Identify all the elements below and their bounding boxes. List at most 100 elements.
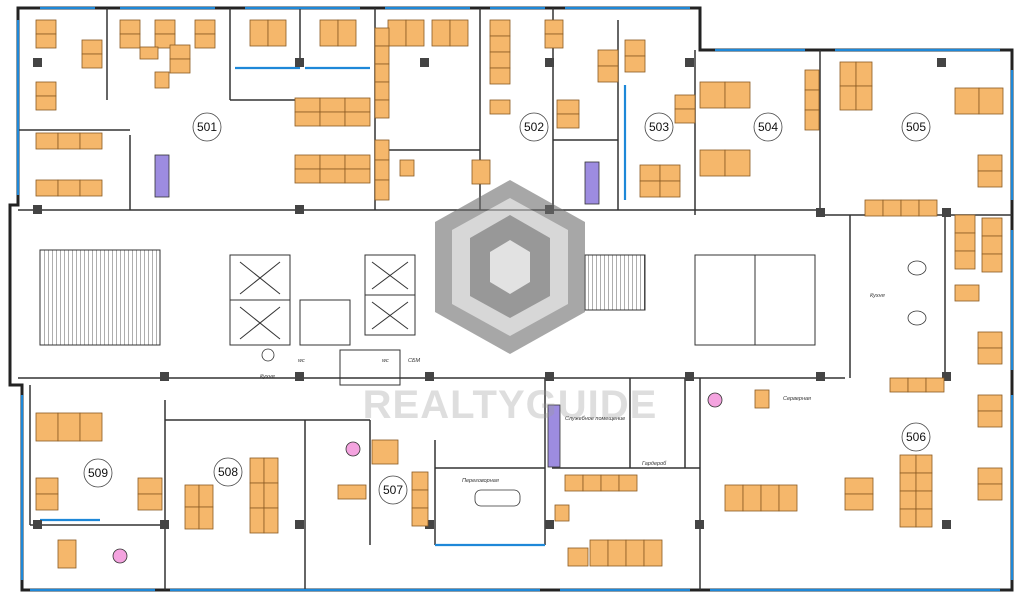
- desk: [344, 154, 371, 170]
- desk: [35, 493, 59, 511]
- desk: [194, 19, 216, 35]
- desk: [915, 472, 933, 492]
- desk: [659, 180, 681, 198]
- desk: [899, 508, 917, 528]
- desk: [489, 67, 511, 85]
- kitchen-left-label: Кухня: [260, 374, 275, 380]
- desk: [915, 454, 933, 474]
- room-509-label: 509: [88, 466, 108, 480]
- desk: [597, 49, 619, 67]
- desk: [844, 493, 874, 511]
- desk: [154, 19, 176, 35]
- desk: [977, 483, 1003, 501]
- desk: [925, 377, 945, 393]
- desk: [582, 474, 602, 492]
- desk: [198, 506, 214, 530]
- desk: [35, 179, 59, 197]
- desk: [778, 484, 798, 512]
- desk: [977, 170, 1003, 188]
- desk: [57, 539, 77, 569]
- server-room-label: Серверная: [783, 396, 811, 402]
- desk: [57, 132, 81, 150]
- desk: [374, 63, 390, 83]
- desk: [643, 539, 663, 567]
- desk: [977, 331, 1003, 349]
- desk: [169, 44, 191, 60]
- desk: [387, 19, 407, 47]
- desk: [411, 489, 429, 509]
- desk: [589, 539, 609, 567]
- desk: [864, 199, 884, 217]
- wc-label-2: wc: [382, 358, 389, 364]
- desk: [35, 19, 57, 35]
- desk: [597, 65, 619, 83]
- room-504-label: 504: [758, 120, 778, 134]
- desk: [405, 19, 425, 47]
- desk: [556, 113, 580, 129]
- desk: [724, 81, 751, 109]
- desk: [954, 232, 976, 252]
- desk: [699, 149, 726, 177]
- desk: [981, 217, 1003, 237]
- desk: [855, 61, 873, 87]
- desk: [249, 482, 265, 509]
- desk: [249, 507, 265, 534]
- desk: [564, 474, 584, 492]
- desk: [35, 95, 57, 111]
- desk: [319, 97, 346, 113]
- desk: [119, 19, 141, 35]
- desk: [674, 94, 696, 110]
- desk: [844, 477, 874, 495]
- desk: [374, 179, 390, 201]
- room-508-label: 508: [218, 465, 238, 479]
- desk: [918, 199, 938, 217]
- desk: [184, 484, 200, 508]
- desk: [699, 81, 726, 109]
- desk: [556, 99, 580, 115]
- desk: [319, 154, 346, 170]
- desk: [294, 168, 321, 184]
- desk: [889, 377, 909, 393]
- desk: [263, 482, 279, 509]
- cube-logo-icon: [435, 180, 585, 354]
- room-503-label: 503: [649, 120, 669, 134]
- desk: [154, 33, 176, 49]
- desk: [567, 547, 589, 567]
- desk: [804, 109, 820, 131]
- desk: [263, 507, 279, 534]
- desk: [900, 199, 920, 217]
- desk: [344, 168, 371, 184]
- desk: [449, 19, 469, 47]
- desk: [374, 45, 390, 65]
- desk: [263, 457, 279, 484]
- desk: [639, 164, 661, 182]
- desk: [954, 284, 980, 302]
- desk: [624, 55, 646, 73]
- desk: [554, 504, 570, 522]
- meeting-room-label: Переговорная: [462, 478, 499, 484]
- desk: [374, 27, 390, 47]
- desk: [977, 154, 1003, 172]
- desk: [319, 168, 346, 184]
- desk: [625, 539, 645, 567]
- desk: [489, 35, 511, 53]
- desk: [344, 111, 371, 127]
- desk: [198, 484, 214, 508]
- desk: [839, 85, 857, 111]
- desk: [35, 132, 59, 150]
- desk: [724, 484, 744, 512]
- desk: [374, 159, 390, 181]
- cbm-label: СБМ: [408, 358, 421, 364]
- desk: [544, 19, 564, 35]
- building-core: [39, 249, 816, 386]
- desk: [35, 81, 57, 97]
- desk: [977, 347, 1003, 365]
- desk: [374, 99, 390, 119]
- purple-cabinets: [154, 154, 600, 468]
- desk: [915, 508, 933, 528]
- desk: [411, 507, 429, 527]
- desk: [119, 33, 141, 49]
- desks: [35, 19, 1004, 569]
- desk: [907, 377, 927, 393]
- desk: [267, 19, 287, 47]
